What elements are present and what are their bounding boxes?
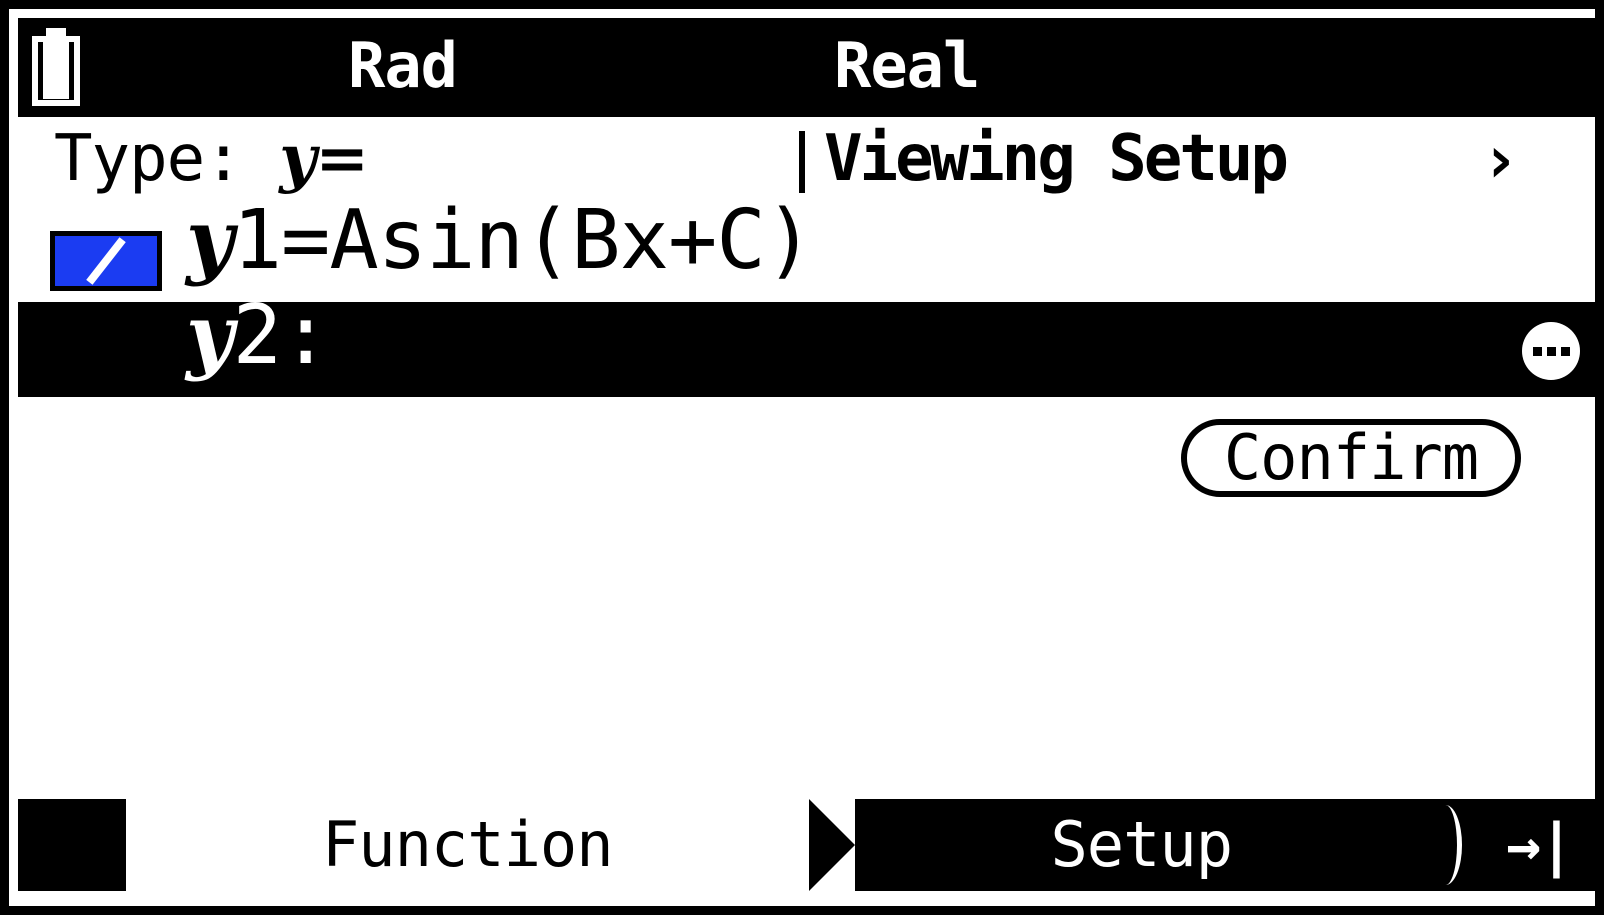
function-body-y1: Asin(Bx+C) xyxy=(329,193,814,288)
status-angle-mode: Rad xyxy=(348,29,458,102)
function-var-y2: y xyxy=(186,287,234,383)
header-separator xyxy=(799,131,805,193)
confirm-button[interactable]: Confirm xyxy=(1181,419,1521,497)
battery-nub xyxy=(46,28,66,38)
checkbox-checked-slash-icon[interactable] xyxy=(50,231,162,291)
function-separator-y1: = xyxy=(281,193,330,288)
chevron-right-icon[interactable]: › xyxy=(1480,121,1520,198)
jump-to-end-icon[interactable]: →| xyxy=(1474,799,1595,891)
ellipsis-dot-1 xyxy=(1533,347,1542,356)
function-list: y1=Asin(Bx+C) y2: xyxy=(18,193,1595,407)
checkbox-slash-mark xyxy=(86,237,126,285)
toolbar-wedge-2 xyxy=(1428,799,1475,891)
function-var-y1: y xyxy=(186,192,234,288)
status-complex-mode: Real xyxy=(834,29,980,102)
graph-type-value: y= xyxy=(279,121,369,196)
toolbar-wedge-1 xyxy=(808,799,855,891)
toolbar-left-cap xyxy=(18,799,126,891)
toolbar-tab-setup[interactable]: Setup xyxy=(854,799,1429,891)
graph-type-prefix: Type: xyxy=(54,122,243,196)
function-index-y2: 2 xyxy=(232,288,282,383)
ellipsis-dot-3 xyxy=(1561,347,1570,356)
battery-full-icon xyxy=(32,28,80,106)
status-bar: Rad Real xyxy=(18,18,1595,117)
function-row-y2[interactable]: y2: xyxy=(18,288,1595,397)
function-expression-y2[interactable]: y2: xyxy=(186,287,330,384)
battery-fill xyxy=(43,41,69,99)
ellipsis-dot-2 xyxy=(1547,347,1556,356)
viewing-setup-title[interactable]: Viewing Setup xyxy=(824,122,1289,196)
function-expression-y1[interactable]: y1=Asin(Bx+C) xyxy=(186,192,814,289)
more-options-ellipsis-icon[interactable] xyxy=(1522,322,1580,380)
function-index-y1: 1 xyxy=(232,193,282,288)
graph-type-label[interactable]: Type: y= xyxy=(54,121,369,196)
header-row: Type: y= Viewing Setup › xyxy=(18,121,1595,205)
toolbar-tab-function[interactable]: Function xyxy=(126,799,809,891)
function-row-y1[interactable]: y1=Asin(Bx+C) xyxy=(18,193,1595,302)
bottom-toolbar: Function Setup →| xyxy=(18,799,1595,891)
function-separator-y2: : xyxy=(281,288,330,383)
